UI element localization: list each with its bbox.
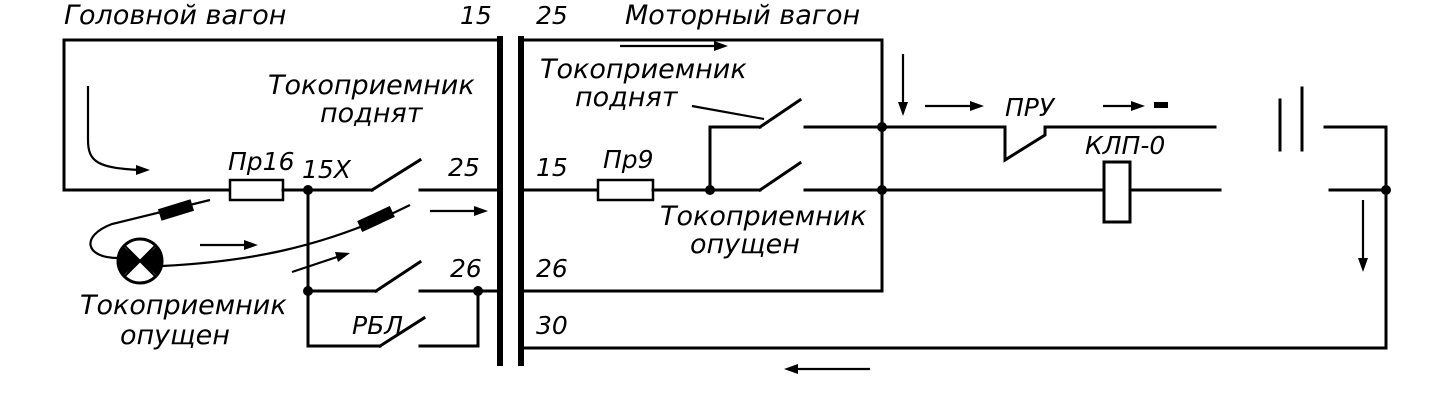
junction-26-left: [303, 286, 313, 296]
switch-panto-down-right: [757, 160, 803, 193]
panto-indicator-lamp: [116, 237, 164, 285]
switch-panto-up-left: [369, 157, 423, 193]
label-panto-up-left-2: поднят: [320, 98, 424, 129]
head-car-left-wire: [62, 38, 232, 192]
label-15-right: 15: [536, 153, 568, 182]
junction-return: [1381, 185, 1391, 195]
fuse-pr16: [228, 178, 285, 202]
relay-klp0-coil: [1102, 160, 1132, 224]
wire-node-up: [708, 125, 762, 192]
label-15x: 15Х: [302, 155, 352, 184]
junction-rbl: [473, 286, 483, 296]
label-26-right: 26: [536, 254, 568, 283]
wire-25-right-top: [522, 38, 884, 129]
junction-pr9: [705, 185, 715, 195]
wire-battery-return: [522, 125, 1388, 350]
switch-panto-up-right: [757, 97, 803, 130]
label-panto-up-right-1: Токоприемник: [540, 54, 747, 85]
label-head-car: Головной вагон: [64, 0, 286, 31]
label-26-left: 26: [450, 254, 482, 283]
label-pru: ПРУ: [1005, 93, 1056, 122]
lamp-resistor-left: [157, 199, 195, 221]
label-15-top: 15: [460, 1, 492, 30]
label-25-left: 25: [448, 153, 480, 182]
label-panto-down-mid-1: Токоприемник: [660, 201, 867, 232]
label-panto-down-left-2: опущен: [120, 320, 230, 351]
label-25-top: 25: [536, 1, 568, 30]
pru-contact: [1003, 125, 1047, 163]
label-klp0: КЛП-0: [1085, 131, 1165, 160]
lamp-wire-left: [89, 198, 211, 260]
label-motor-car: Моторный вагон: [625, 0, 860, 31]
junction-lower: [877, 185, 887, 195]
label-panto-up-right-2: поднят: [575, 82, 679, 113]
lamp-resistor-right: [357, 205, 395, 233]
wire-rbl-b: [418, 289, 480, 348]
switch-rbl: [377, 315, 427, 349]
label-pr16: Пр16: [228, 147, 294, 176]
label-panto-up-left-1: Токоприемник: [268, 70, 475, 101]
junction-upper: [877, 122, 887, 132]
label-pr9: Пр9: [603, 145, 654, 174]
label-30: 30: [536, 311, 568, 340]
junction-15x: [303, 185, 313, 195]
label-panto-down-left-1: Токоприемник: [80, 290, 287, 321]
switch-panto-down-left: [373, 259, 423, 294]
flow-arrows: [86, 41, 1368, 374]
fuse-pr9: [596, 178, 655, 202]
label-panto-down-mid-2: опущен: [690, 229, 800, 260]
label-rbl: РБЛ: [352, 311, 403, 340]
